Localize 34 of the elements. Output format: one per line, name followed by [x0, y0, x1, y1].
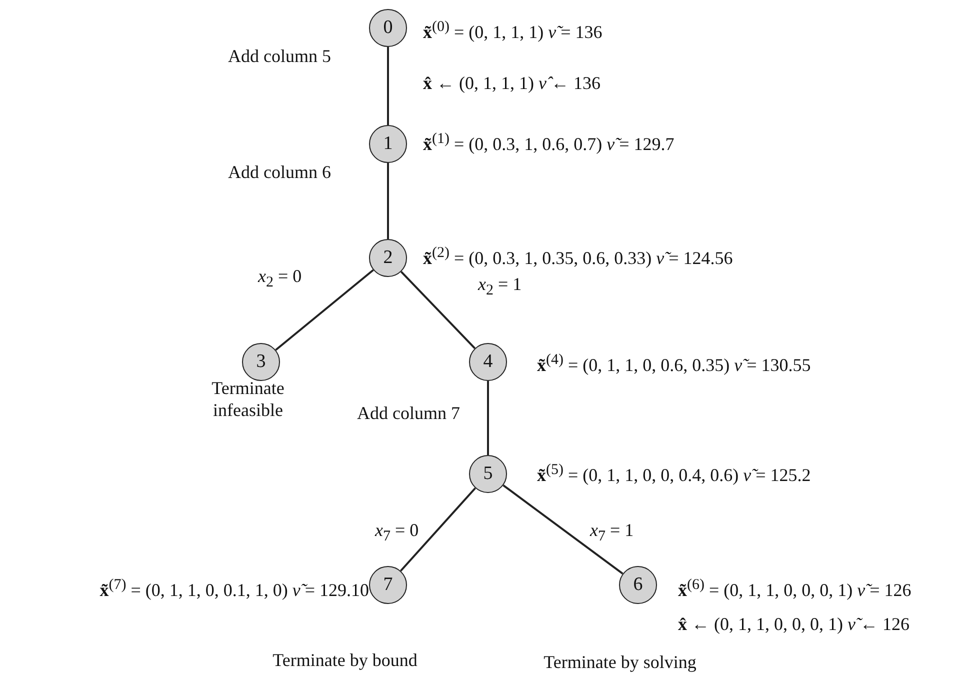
node-annotation: x̃$^{(4)}$ = (0, 1, 1, 0, 0.6, 0.35) ν̃ = 130.55	[537, 351, 811, 377]
node-annotation: x̃$^{(5)}$ = (0, 1, 1, 0, 0, 0.4, 0.6) ν̃ = 125.2	[537, 461, 811, 487]
node-annotation: Terminate infeasible	[210, 378, 286, 422]
edge-label: x$_{7}$ = 1	[590, 520, 634, 546]
tree-node-circle: 2	[369, 239, 407, 277]
tree-edge	[400, 487, 476, 572]
tree-edge	[387, 47, 389, 125]
tree-node-circle: 6	[619, 566, 657, 604]
tree-edge	[400, 271, 476, 349]
node-annotation: x̃$^{(0)}$ = (0, 1, 1, 1) ν̃ = 136	[423, 18, 602, 44]
tree-node-circle: 4	[469, 343, 507, 381]
tree-edge	[275, 269, 374, 351]
tree-edge	[387, 163, 389, 239]
node-annotation: Terminate by solving	[544, 652, 696, 674]
edge-label: x$_{2}$ = 0	[258, 266, 302, 292]
node-annotation: x̂ ← (0, 1, 1, 0, 0, 0, 1) ν̃ ← 126	[678, 614, 910, 636]
node-annotation: Terminate by bound	[272, 650, 418, 672]
edge-label: Add column 5	[228, 46, 331, 68]
tree-node-circle: 3	[242, 343, 280, 381]
edge-label: x$_{7}$ = 0	[375, 520, 419, 546]
tree-node-circle: 0	[369, 9, 407, 47]
edge-label: Add column 6	[228, 162, 331, 184]
edge-label: x$_{2}$ = 1	[478, 274, 522, 300]
tree-node-circle: 1	[369, 125, 407, 163]
node-annotation: x̃$^{(1)}$ = (0, 0.3, 1, 0.6, 0.7) ν̃ = 129.7	[423, 130, 674, 156]
tree-node-circle: 5	[469, 455, 507, 493]
tree-edge	[502, 484, 624, 574]
node-annotation: x̃$^{(6)}$ = (0, 1, 1, 0, 0, 0, 1) ν̃ = 126	[678, 576, 912, 602]
node-annotation: x̃$^{(2)}$ = (0, 0.3, 1, 0.35, 0.6, 0.33) ν̃ = 124.56	[423, 244, 733, 270]
node-annotation: x̂ ← (0, 1, 1, 1) ν̂ ← 136	[423, 73, 600, 95]
edge-label: Add column 7	[357, 403, 460, 425]
tree-node-circle: 7	[369, 566, 407, 604]
tree-edge	[487, 381, 489, 455]
node-annotation: x̃$^{(7)}$ = (0, 1, 1, 0, 0.1, 1, 0) ν̃ = 129.10	[100, 576, 369, 602]
